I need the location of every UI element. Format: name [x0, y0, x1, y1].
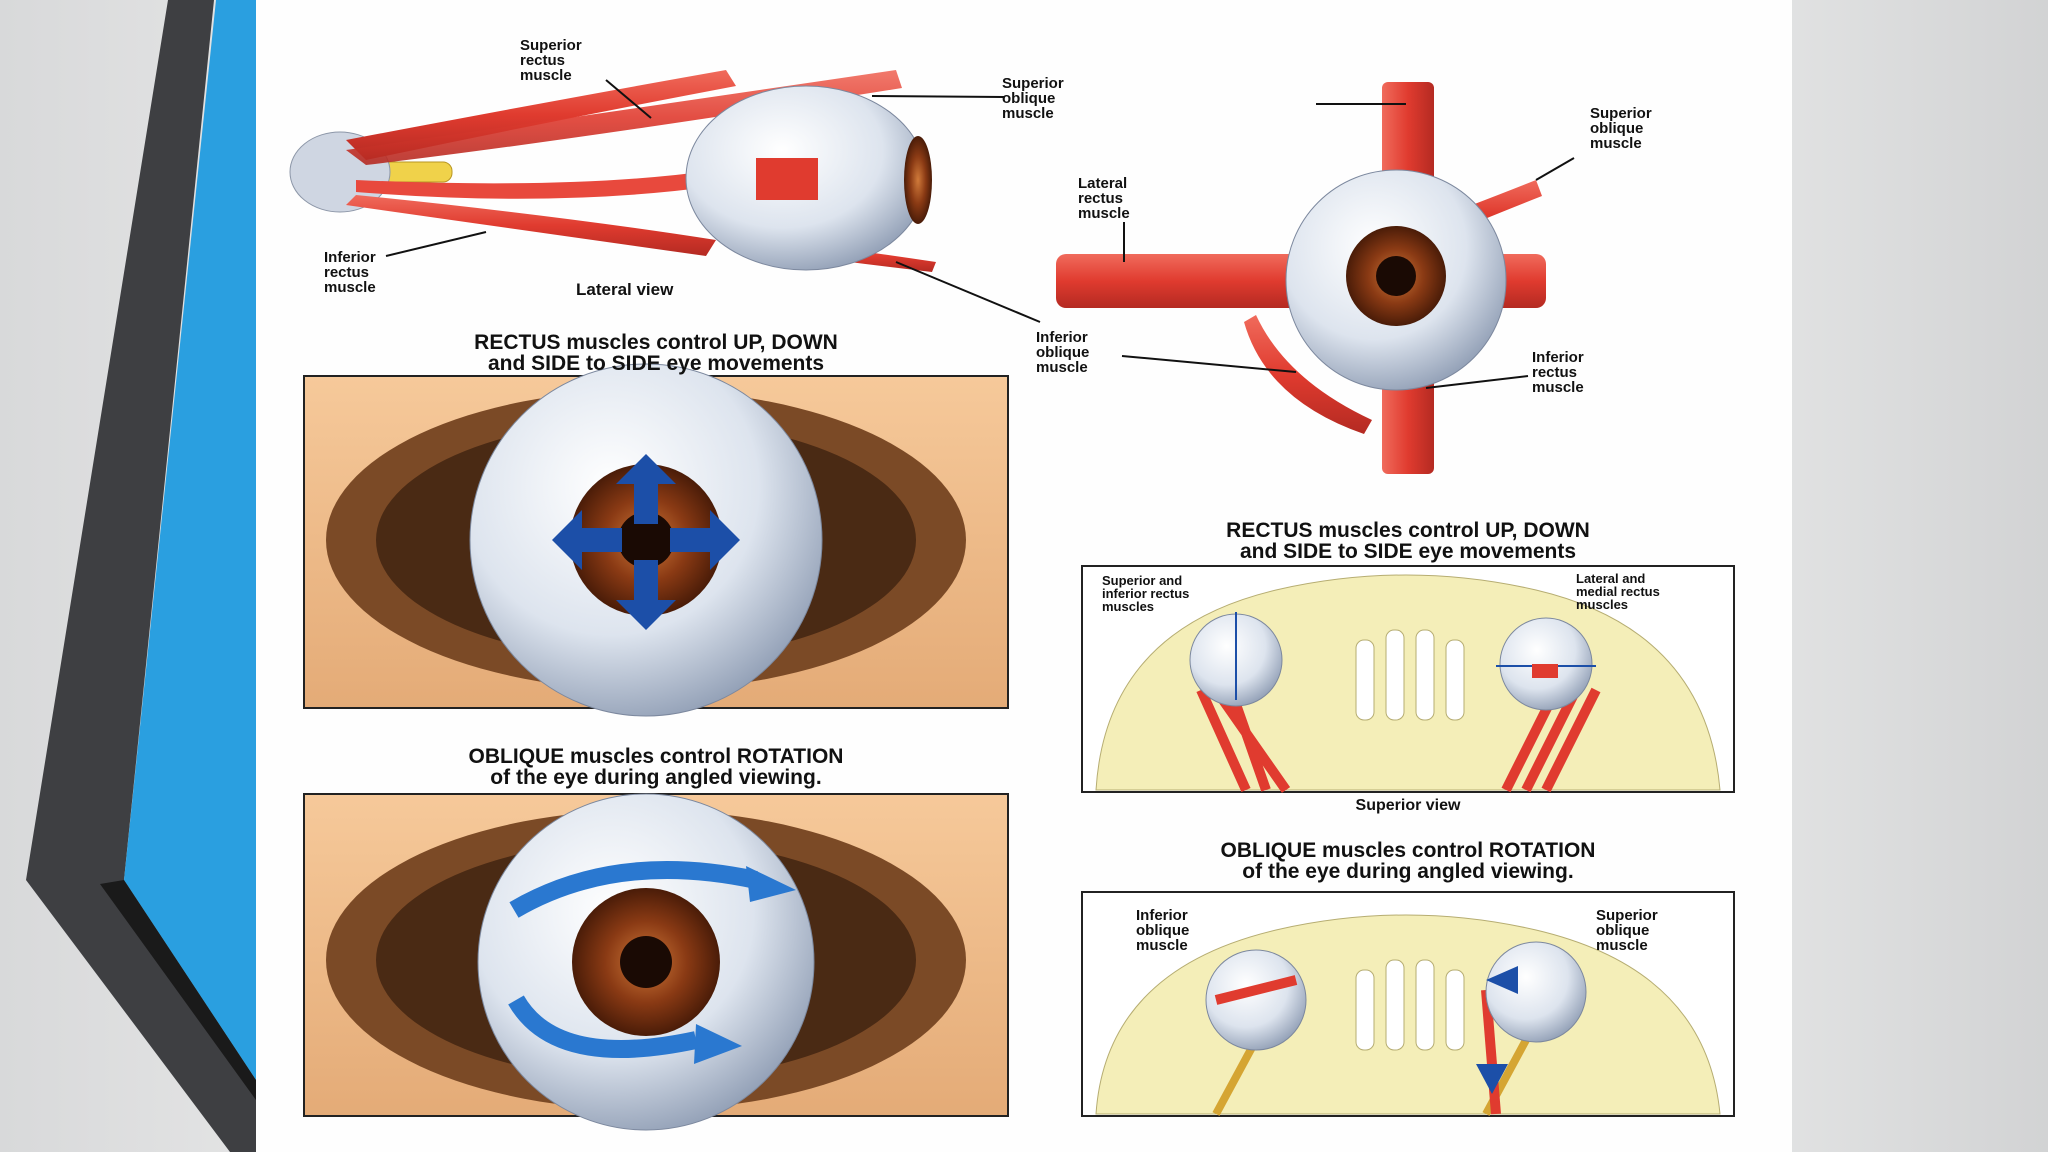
oblique-pupil	[620, 936, 672, 988]
label-panel-inferior-oblique: Inferior oblique muscle	[1136, 907, 1190, 954]
rotation-arrow-bottom	[508, 995, 698, 1058]
oblique-right-eye	[1485, 941, 1587, 1043]
label-frontal-superior-oblique: Superior oblique muscle	[1590, 105, 1652, 152]
blue-stripe	[124, 0, 256, 1080]
title-right-rectus: RECTUS muscles control UP, DOWN and SIDE…	[1226, 519, 1590, 563]
eye-muscles-illustration	[289, 70, 1735, 1131]
label-inferior-oblique: Inferior oblique muscle	[1036, 329, 1090, 376]
title-right-oblique: OBLIQUE muscles control ROTATION of the …	[1220, 839, 1596, 883]
label-lateral-inferior-rectus: Inferior rectus muscle	[324, 249, 376, 296]
rectus-movement-panel	[303, 363, 1009, 717]
inferior-rectus-shape	[346, 195, 716, 256]
label-lateral-superior-oblique: Superior oblique muscle	[1002, 75, 1064, 122]
slide: Superior rectus muscle Superior oblique …	[256, 0, 1792, 1152]
dark-stripe	[26, 0, 256, 1152]
oblique-left-eye	[1205, 949, 1307, 1051]
label-superior-rectus: Superior rectus muscle	[520, 37, 582, 84]
label-panel-superior-oblique: Superior oblique muscle	[1596, 907, 1658, 954]
label-superior-inferior-rectus: Superior and inferior rectus muscles	[1102, 573, 1190, 614]
label-lateral-rectus: Lateral rectus muscle	[1078, 175, 1130, 222]
frontal-pupil	[1376, 256, 1416, 296]
rectus-pupil	[618, 512, 674, 568]
title-left-rectus: RECTUS muscles control UP, DOWN and SIDE…	[474, 331, 838, 375]
lateral-rectus-shape	[356, 170, 716, 199]
superior-view-panel	[1081, 565, 1735, 793]
oblique-rotation-panel	[303, 793, 1009, 1131]
label-lateral-medial-rectus: Lateral and medial rectus muscles	[1576, 571, 1660, 612]
stripe-shadow	[100, 880, 256, 1100]
rotation-arrow-top	[509, 861, 758, 918]
lateral-view-figure	[289, 70, 1041, 323]
label-superior-view: Superior view	[1355, 797, 1461, 814]
frontal-inferior-oblique-shape	[1244, 315, 1372, 434]
frontal-view-figure	[1056, 82, 1575, 474]
slide-decoration	[26, 0, 256, 1152]
title-left-oblique: OBLIQUE muscles control ROTATION of the …	[468, 745, 844, 789]
label-lateral-view: Lateral view	[576, 280, 674, 299]
lateral-iris	[904, 136, 932, 224]
label-frontal-inferior-rectus: Inferior rectus muscle	[1532, 349, 1584, 396]
movement-arrows	[552, 454, 740, 630]
oblique-superior-panel	[1081, 891, 1735, 1117]
lateral-rectus-insertion	[756, 158, 818, 200]
